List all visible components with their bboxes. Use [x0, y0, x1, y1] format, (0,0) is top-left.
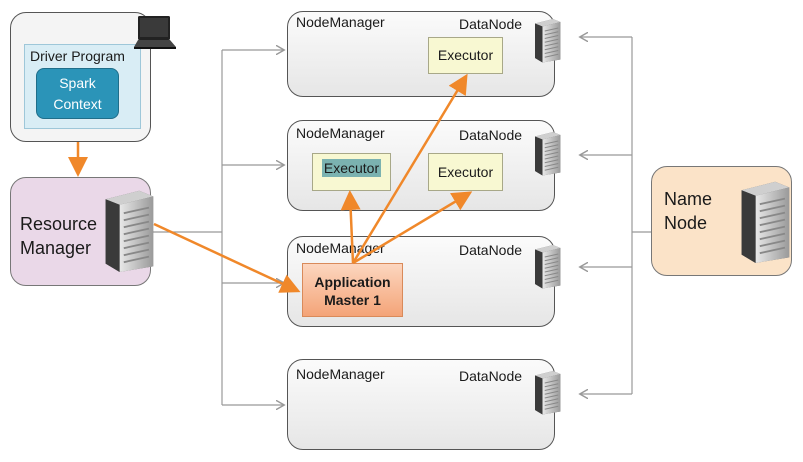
- nodemanager-label: NodeManager: [296, 14, 385, 30]
- server-icon: [532, 362, 562, 422]
- resource-manager-label: Resource Manager: [20, 214, 98, 258]
- datanode-label: DataNode: [459, 16, 523, 32]
- executor: Executor: [312, 153, 391, 191]
- server-icon: [532, 10, 562, 70]
- nodemanager-label: NodeManager: [296, 240, 385, 256]
- server-icon: [532, 123, 562, 183]
- executor-label: Executor: [321, 159, 382, 177]
- executor: Executor: [428, 37, 503, 74]
- spark-context: Spark Context: [36, 68, 119, 119]
- datanode-label: DataNode: [459, 127, 523, 143]
- driver-program-label: Driver Program: [30, 48, 125, 64]
- laptop-icon: [134, 16, 176, 49]
- executor: Executor: [428, 153, 503, 191]
- am-to-executor-3-arrow: [352, 191, 473, 265]
- rm-to-app-master-arrow: [153, 222, 301, 293]
- name-node-label: Name Node: [664, 189, 713, 233]
- node-box-4: [287, 359, 555, 450]
- datanode-label: DataNode: [459, 368, 523, 384]
- node-box-1: [287, 11, 555, 97]
- server-icon: [532, 236, 562, 296]
- datanode-label: DataNode: [459, 242, 523, 258]
- name-node-server-icon: [736, 175, 792, 267]
- nodemanager-label: NodeManager: [296, 125, 385, 141]
- resource-manager-server-icon: [100, 184, 156, 276]
- namenode-to-datanode-lines: [581, 37, 652, 394]
- am-to-executor-1-arrow: [351, 73, 468, 264]
- am-to-executor-2-arrow: [340, 190, 361, 264]
- nodemanager-label: NodeManager: [296, 366, 385, 382]
- application-master: Application Master 1: [302, 263, 403, 317]
- rm-to-nodemanager-lines: [152, 50, 283, 405]
